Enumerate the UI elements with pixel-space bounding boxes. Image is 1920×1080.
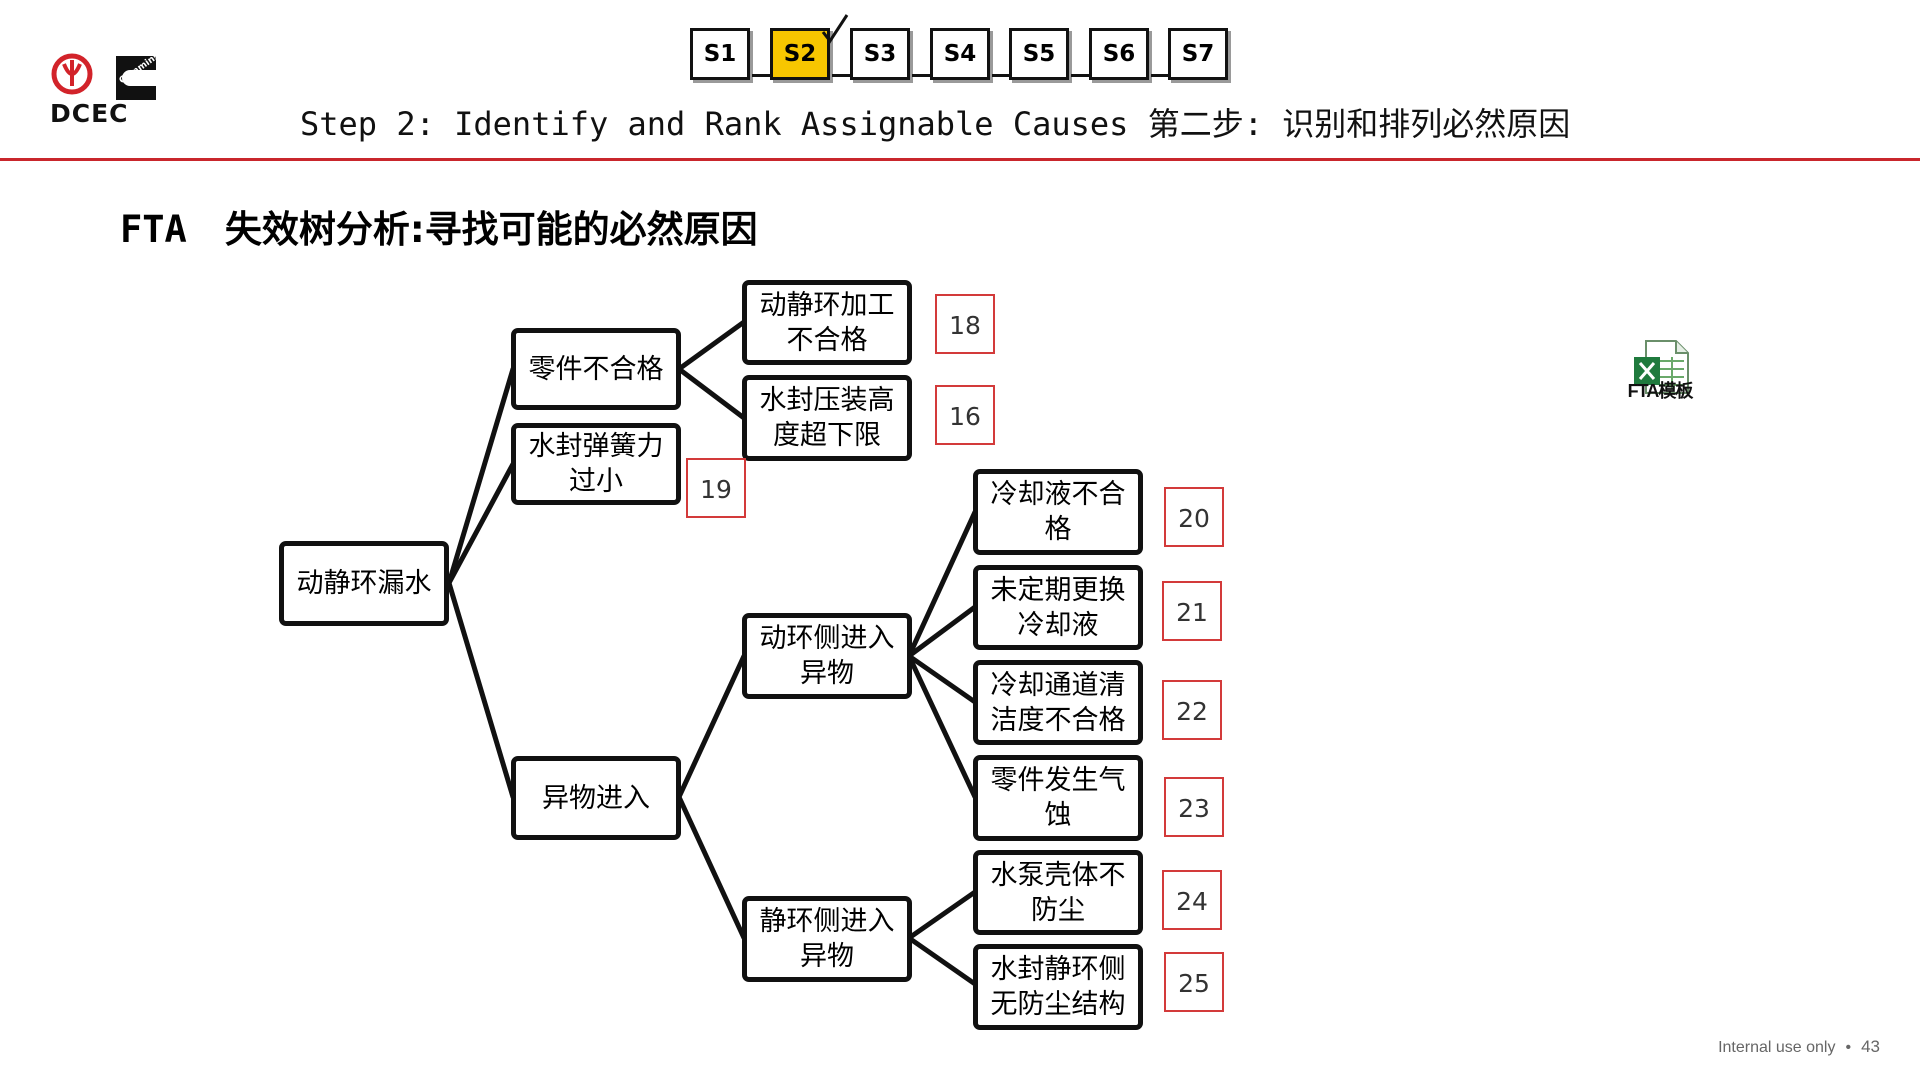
section-title-text: 失效树分析:寻找可能的必然原因 (224, 208, 758, 251)
ref-box-25: 25 (1164, 952, 1224, 1012)
edge-dynside-replace (906, 604, 978, 659)
step-connector (1151, 62, 1169, 77)
fault-node-press-height: 水封压装高度超下限 (742, 375, 912, 461)
edge-dynside-cavitation (906, 653, 978, 800)
edge-foreign-statside (676, 794, 747, 941)
edge-statside-seal (906, 935, 978, 987)
checkmark-icon (821, 14, 849, 44)
confidentiality-label: Internal use only (1718, 1039, 1836, 1056)
ref-box-16: 16 (935, 385, 995, 445)
step-s2-active[interactable]: S2 (770, 28, 830, 80)
excel-attachment-label[interactable]: FTA模板 (1627, 381, 1694, 401)
fault-node-foreign-matter: 异物进入 (511, 756, 681, 840)
fault-node-dynamic-side: 动环侧进入异物 (742, 613, 912, 699)
fault-node-machining: 动静环加工不合格 (742, 280, 912, 365)
ref-box-19: 19 (686, 458, 746, 518)
fault-node-spring-force-low: 水封弹簧力过小 (511, 423, 681, 505)
fault-node-cavitation: 零件发生气蚀 (973, 755, 1143, 841)
ref-box-23: 23 (1164, 777, 1224, 837)
fault-node-parts-nonconforming: 零件不合格 (511, 328, 681, 410)
page-number: 43 (1861, 1037, 1880, 1056)
dcec-cummins-logo: Cummins DCEC (50, 51, 160, 126)
fault-node-static-side: 静环侧进入异物 (742, 896, 912, 982)
edge-root-parts (446, 366, 516, 586)
fault-node-pump-dust: 水泵壳体不防尘 (973, 850, 1143, 935)
edge-root-spring (446, 461, 516, 586)
ref-box-24: 24 (1162, 870, 1222, 930)
section-title-prefix: FTA (120, 208, 187, 251)
edge-dynside-channel (906, 653, 978, 705)
fault-node-coolant: 冷却液不合格 (973, 469, 1143, 555)
step-connector (832, 62, 850, 77)
edge-foreign-dynside (676, 653, 747, 800)
fault-node-coolant-replace: 未定期更换冷却液 (973, 565, 1143, 650)
step-s5[interactable]: S5 (1009, 28, 1069, 80)
header-divider (0, 158, 1920, 161)
edge-dynside-coolant (906, 509, 978, 659)
ref-box-20: 20 (1164, 487, 1224, 547)
step-connector (1071, 62, 1089, 77)
excel-file-icon[interactable] (1628, 322, 1692, 412)
edge-statside-pump (906, 889, 978, 941)
logo-text: DCEC (50, 99, 129, 126)
ref-box-21: 21 (1162, 581, 1222, 641)
step-s1[interactable]: S1 (690, 28, 750, 80)
step-connector (912, 62, 930, 77)
fault-node-channel-cleanliness: 冷却通道清洁度不合格 (973, 660, 1143, 745)
step-s4[interactable]: S4 (930, 28, 990, 80)
ref-box-22: 22 (1162, 680, 1222, 740)
edge-parts-machining (676, 319, 747, 372)
footer-separator-dot: • (1845, 1039, 1852, 1056)
step-s3[interactable]: S3 (850, 28, 910, 80)
section-title: FTA 失效树分析:寻找可能的必然原因 (120, 205, 758, 255)
step-s7[interactable]: S7 (1168, 28, 1228, 80)
ref-box-18: 18 (935, 294, 995, 354)
edge-root-foreign (446, 580, 516, 800)
page-title: Step 2: Identify and Rank Assignable Cau… (300, 105, 1571, 143)
step-s6[interactable]: S6 (1089, 28, 1149, 80)
edge-parts-height (676, 366, 747, 421)
step-connector (992, 62, 1010, 77)
step-connector (752, 62, 770, 77)
fault-node-seal-dust: 水封静环侧无防尘结构 (973, 944, 1143, 1030)
fault-node-root: 动静环漏水 (279, 541, 449, 626)
footer: Internal use only • 43 (1718, 1037, 1880, 1057)
